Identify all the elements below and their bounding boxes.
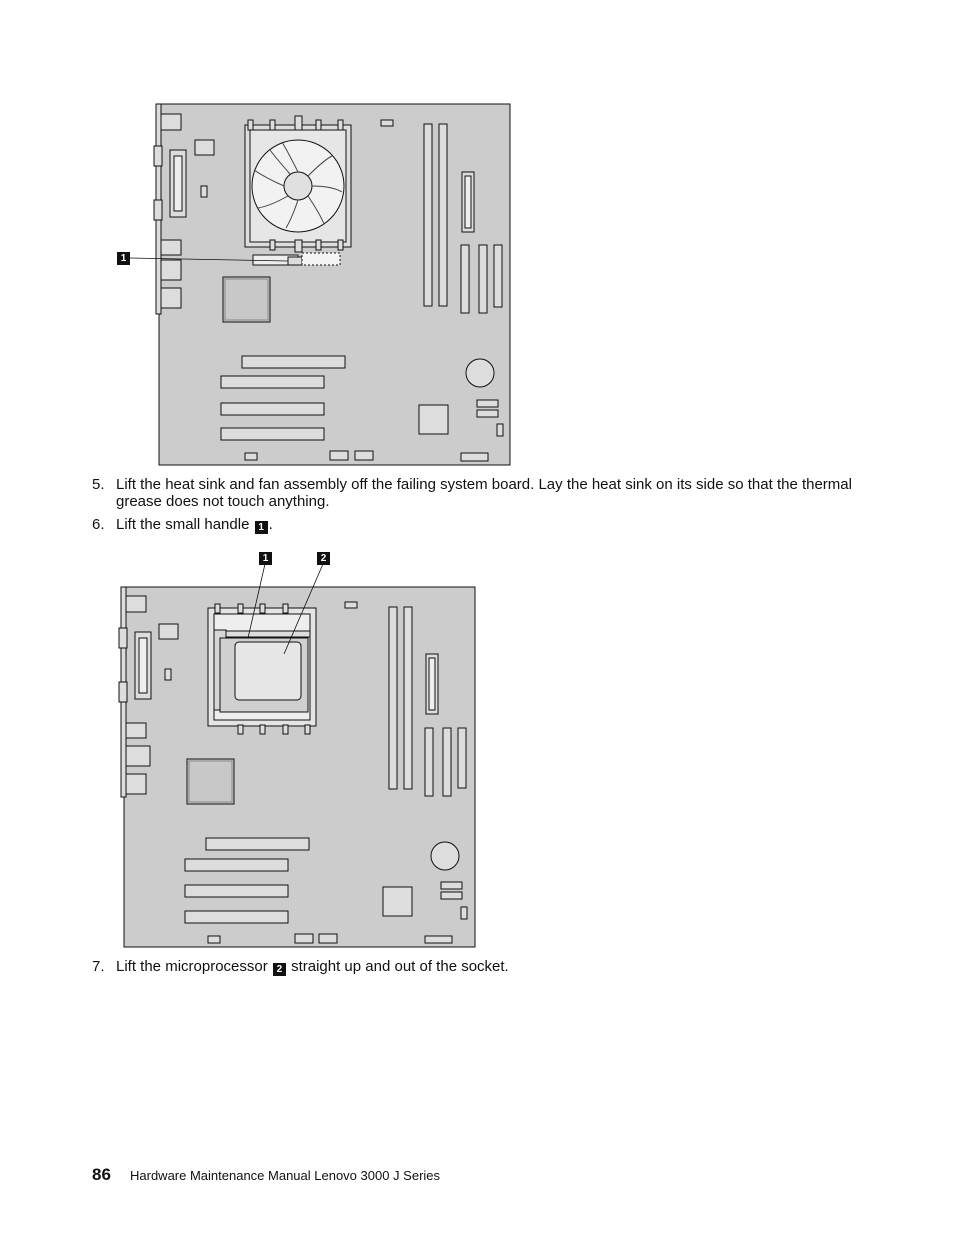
step-5-text: Lift the heat sink and fan assembly off … [116,476,852,510]
step-7-text-before: Lift the microprocessor [116,958,268,975]
step-7-text-after: straight up and out of the socket. [291,958,509,975]
step-6-number: 6. [92,516,105,533]
step-6-text-before: Lift the small handle [116,516,250,533]
figure2-callout-1: 1 [259,552,272,565]
step-7-callout: 2 [272,963,286,976]
figure-heatsink-fan-board [129,103,511,466]
step-6-text-after: . [268,516,273,533]
step-6-text: Lift the small handle 1. [116,516,852,534]
step-6-callout: 1 [254,521,268,534]
figure1-callout-1: 1 [117,252,130,265]
footer-page-number: 86 [92,1165,111,1184]
step-5-number: 5. [92,476,105,493]
figure2-callout-2: 2 [317,552,330,565]
footer-title: Hardware Maintenance Manual Lenovo 3000 … [130,1168,441,1183]
step-7-number: 7. [92,958,105,975]
figure-microprocessor-socket-board [118,563,476,948]
step-7-text: Lift the microprocessor 2 straight up an… [116,958,852,976]
